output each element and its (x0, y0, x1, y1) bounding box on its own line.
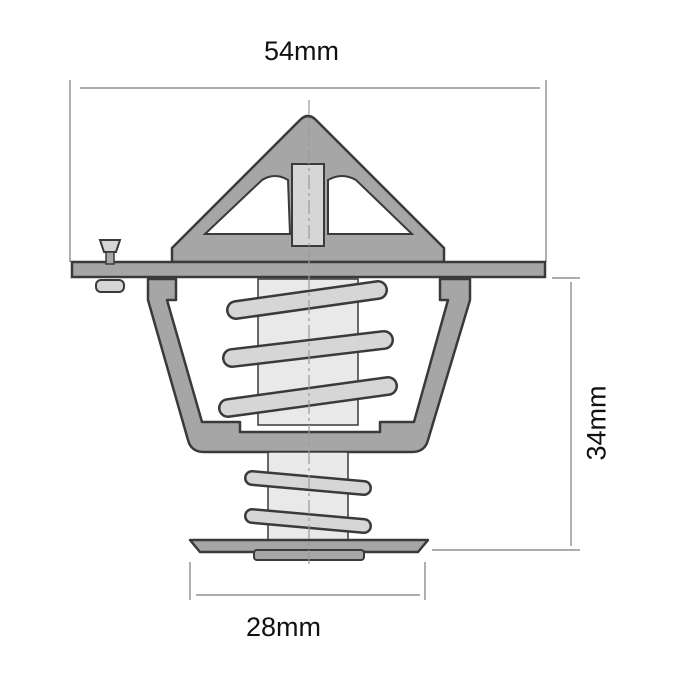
main-spring-coil-2 (224, 332, 392, 366)
bypass-spring-coil-1 (246, 472, 370, 494)
jiggle-valve-stem (105, 251, 115, 265)
dimension-lines (69, 80, 580, 600)
main-spring-coil-1 (228, 282, 386, 318)
bypass-spring (244, 470, 372, 534)
bridge-center-pin (291, 163, 325, 247)
bridge-right-window (327, 175, 415, 235)
cup-cage-body (146, 277, 472, 454)
jiggle-valve-base (95, 279, 125, 293)
jiggle-valve (95, 239, 125, 293)
bypass-spring-coil-2 (246, 510, 370, 532)
jiggle-valve-head (98, 239, 122, 253)
bridge-left-window (202, 175, 292, 235)
body-height-label: 34mm (581, 385, 612, 461)
main-spring (218, 280, 398, 418)
base-width-label: 28mm (246, 612, 322, 642)
overall-width-label: 54mm (264, 36, 340, 66)
main-spring-coil-3 (220, 378, 396, 416)
